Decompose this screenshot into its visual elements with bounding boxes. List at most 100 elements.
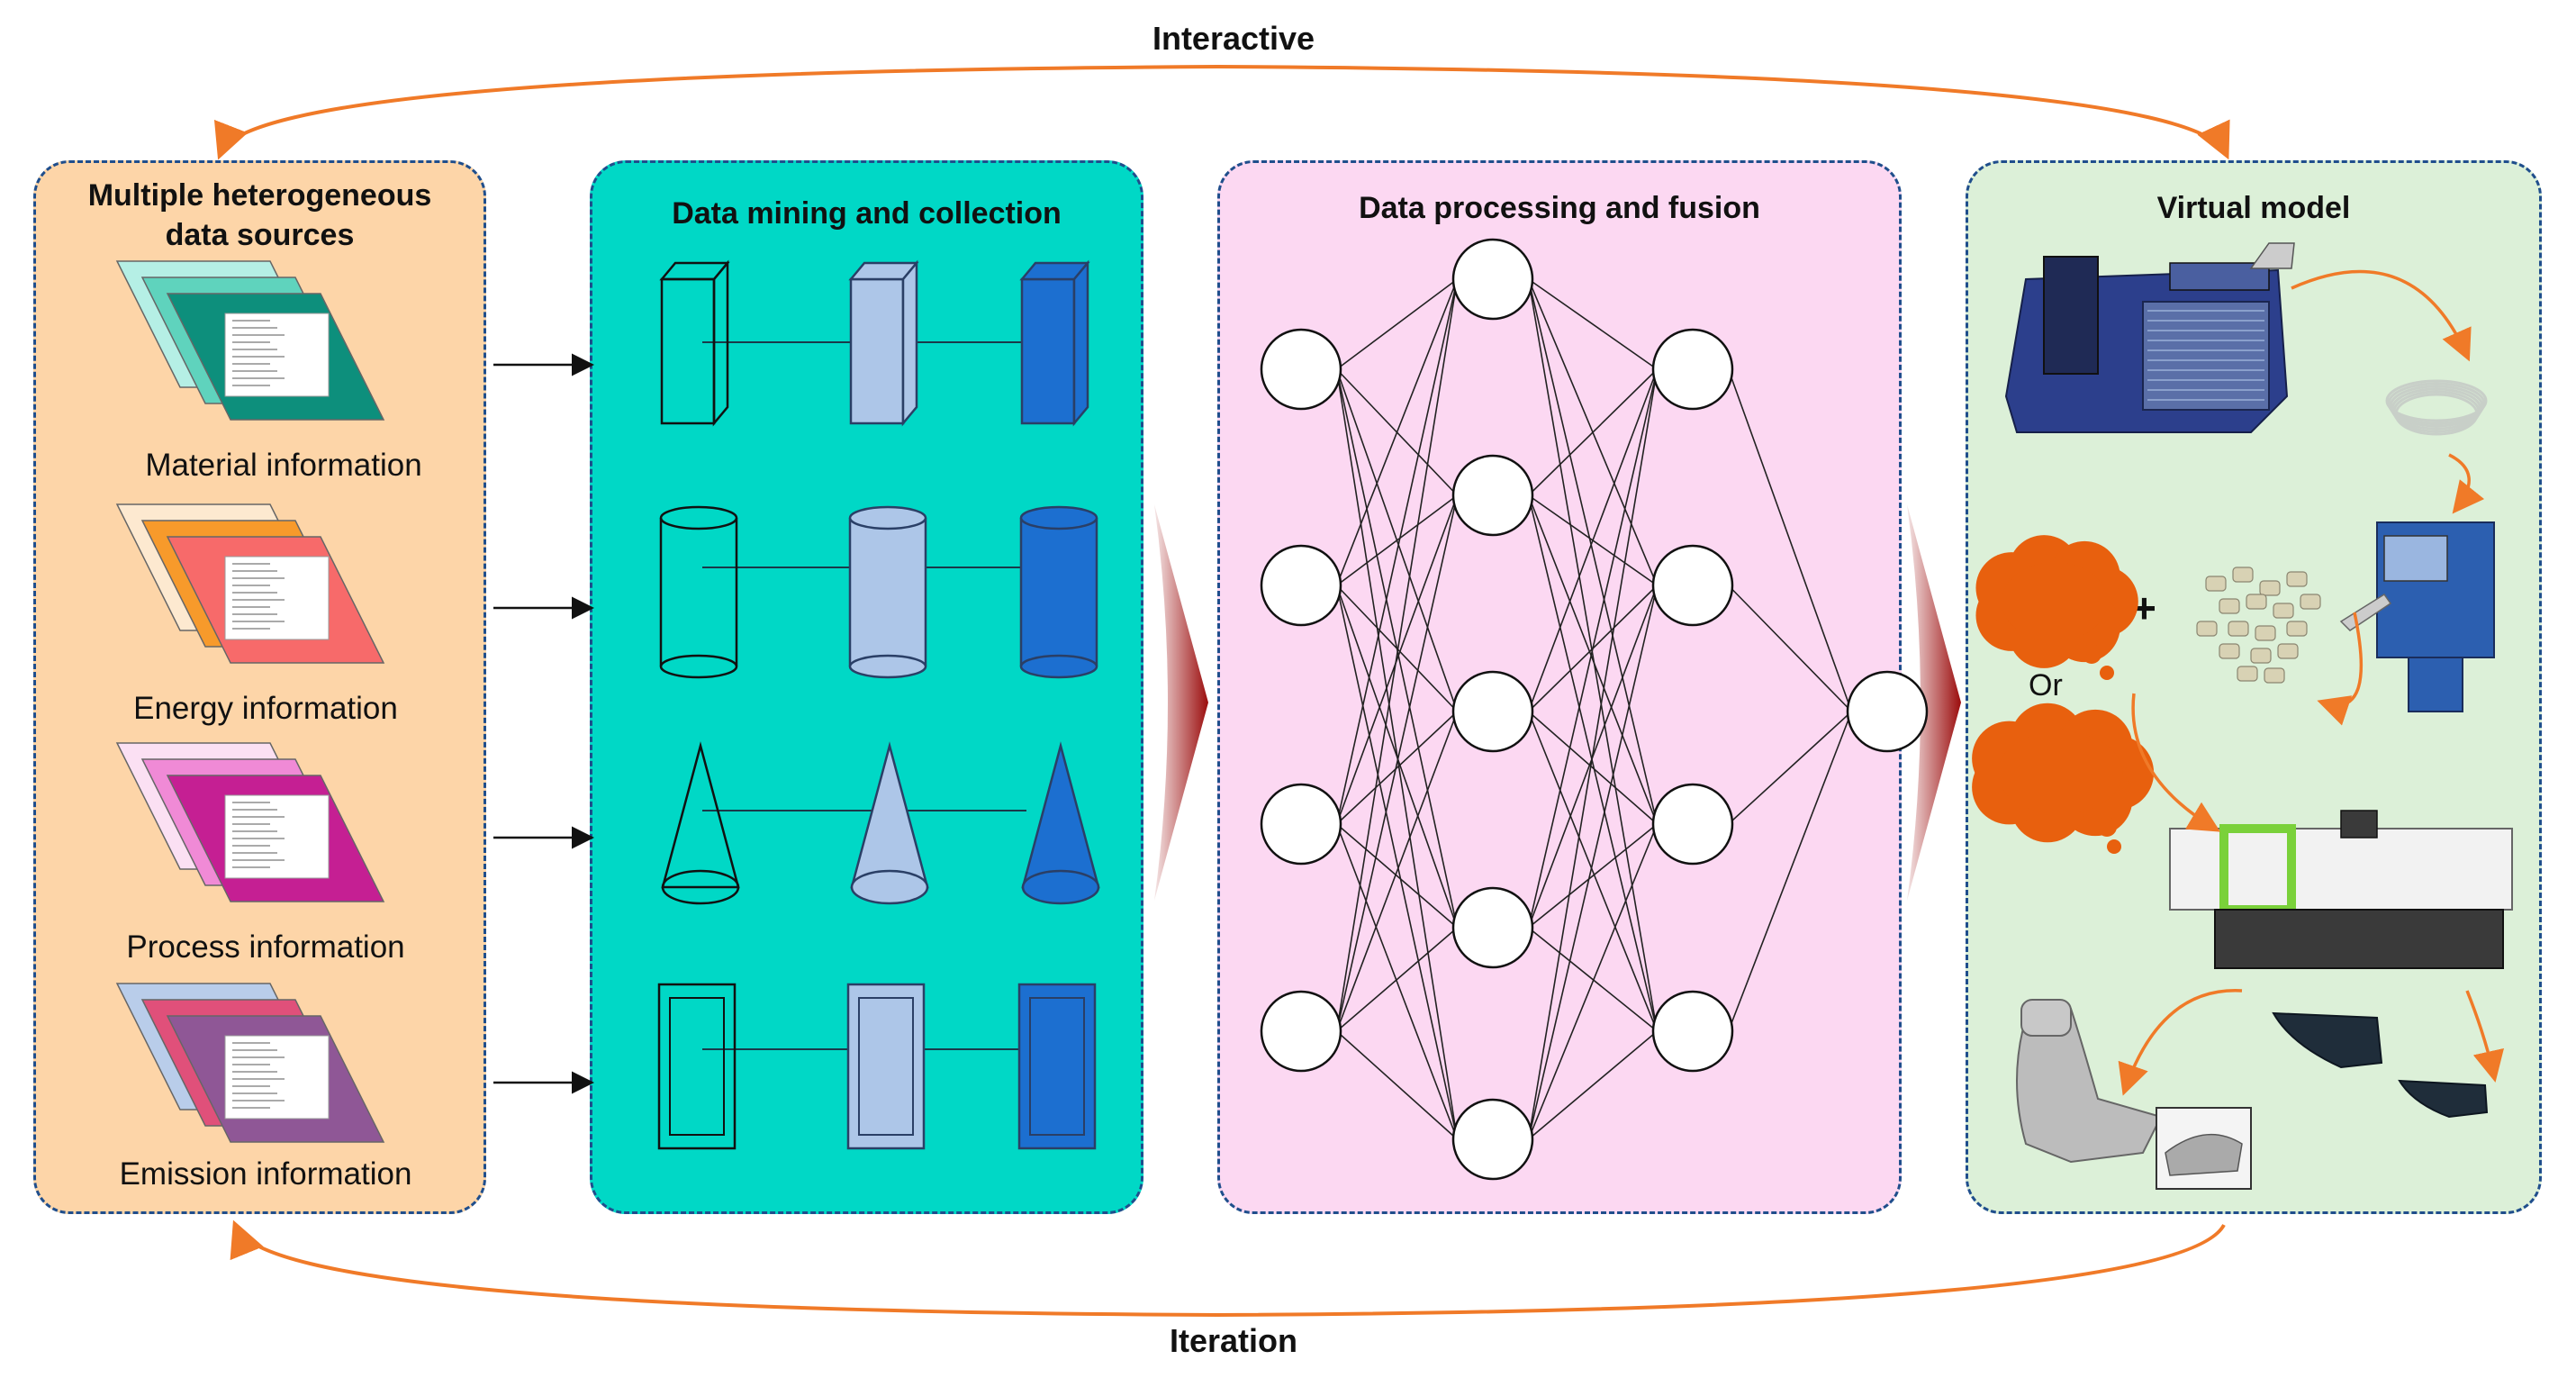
iteration-label: Iteration — [1169, 1322, 1297, 1359]
pellet — [2250, 648, 2272, 664]
cuboid-side — [712, 259, 729, 427]
cone-2 — [850, 741, 929, 905]
extruder-panel — [2142, 301, 2270, 411]
network-edge — [1336, 278, 1458, 370]
process-arrow-1 — [1154, 504, 1208, 901]
frame-2 — [846, 983, 926, 1150]
coil-loop — [2391, 387, 2482, 431]
cloud-core — [2002, 562, 2108, 641]
pellet — [2286, 621, 2308, 637]
cuboid-1 — [659, 259, 730, 427]
network-edge — [1336, 927, 1458, 1032]
neuron-l2-n1 — [1451, 238, 1534, 321]
pellet — [2277, 643, 2299, 659]
frame-inner — [669, 997, 725, 1136]
pelletizer-base — [2408, 657, 2463, 712]
network-edge — [1527, 823, 1659, 1140]
mining-title: Data mining and collection — [672, 196, 1062, 231]
process-info-label: Process information — [126, 929, 405, 965]
network-edge — [1335, 711, 1459, 1032]
neuron-l3-n1 — [1651, 328, 1734, 411]
cuboid-2 — [848, 259, 919, 427]
cylinder-top — [1019, 505, 1098, 530]
pellet — [2286, 571, 2308, 587]
pellet — [2196, 621, 2218, 637]
flow-arrow-6 — [2465, 990, 2505, 1083]
network-edge — [1336, 823, 1458, 929]
injection-hopper — [2340, 810, 2378, 839]
network-edge — [1527, 711, 1659, 1032]
cylinder-top — [659, 505, 738, 530]
cuboid-3 — [1019, 259, 1090, 427]
cone-body — [850, 741, 929, 889]
cylinder-body — [661, 518, 737, 666]
coil-loop — [2392, 390, 2481, 433]
pellet — [2255, 625, 2276, 641]
flow-arrow-2 — [2448, 453, 2485, 514]
network-edge — [1527, 494, 1659, 825]
neuron-l1-n2 — [1260, 544, 1342, 627]
pellet — [2273, 603, 2294, 619]
or-label: Or — [2029, 668, 2063, 703]
neuron-l1-n4 — [1260, 990, 1342, 1073]
cone-3 — [1021, 741, 1100, 905]
thought-dot — [2100, 666, 2114, 680]
fusion-title: Data processing and fusion — [1359, 191, 1760, 225]
virtual-title: Virtual model — [2156, 191, 2351, 225]
extruder-machine — [2004, 242, 2295, 433]
injection-base — [2214, 909, 2504, 969]
neuron-l1-n3 — [1260, 783, 1342, 866]
neuron-l2-n3 — [1451, 670, 1534, 753]
plastic-pellets — [2196, 567, 2321, 684]
interactive-label: Interactive — [1152, 20, 1315, 57]
network-edge — [1335, 278, 1459, 1032]
extruder-motor — [2043, 256, 2099, 375]
thought-dot — [2097, 817, 2117, 837]
cylinder-bottom — [848, 654, 927, 679]
injection-molding-machine — [2169, 810, 2513, 969]
doc-stack-4 — [115, 983, 385, 1143]
cuboid-front — [660, 277, 716, 425]
network-edge — [1527, 494, 1659, 1032]
network-edge — [1728, 585, 1852, 712]
data-table-3 — [224, 794, 330, 879]
seat-back — [2016, 1007, 2163, 1164]
pelletizer-window — [2383, 535, 2448, 582]
interactive-arrow-right — [1216, 65, 2230, 160]
network-edge — [1527, 585, 1659, 1140]
network-edge — [1527, 278, 1659, 825]
network-edge — [1527, 278, 1659, 1032]
network-edge — [1727, 711, 1853, 1032]
cylinder-1 — [659, 505, 738, 679]
network-edge — [1528, 711, 1658, 825]
frame-inner — [1029, 997, 1085, 1136]
cone-base — [1021, 869, 1100, 905]
energy-info-label: Energy information — [133, 691, 398, 726]
frame-inner — [858, 997, 914, 1136]
pellet — [2205, 576, 2227, 592]
seat-detail-part — [2165, 1133, 2243, 1176]
network-edge — [1336, 711, 1458, 825]
thought-dot — [2107, 839, 2121, 854]
data-table-4 — [224, 1035, 330, 1120]
network-edge — [1528, 823, 1658, 929]
pellet — [2232, 567, 2254, 583]
network-edge — [1527, 368, 1659, 1140]
neuron-l2-n4 — [1451, 886, 1534, 969]
network-edge — [1728, 711, 1852, 825]
network-edge — [1336, 494, 1458, 586]
vesicant-cloud — [1972, 703, 2155, 843]
neuron-l4-n1 — [1846, 670, 1929, 753]
emission-info-label: Emission information — [119, 1156, 412, 1192]
flow-arrow-5 — [2118, 989, 2243, 1096]
network-edge — [1727, 368, 1853, 712]
cylinder-top — [848, 505, 927, 530]
network-edge — [1336, 1030, 1458, 1140]
doc-stack-1 — [115, 260, 385, 421]
seat-headrest — [2020, 999, 2072, 1037]
material-info-label: Material information — [145, 448, 422, 483]
data-table-2 — [224, 556, 330, 640]
cone-1 — [661, 741, 740, 905]
network-edge — [1335, 278, 1459, 825]
thought-dot — [2082, 644, 2101, 664]
